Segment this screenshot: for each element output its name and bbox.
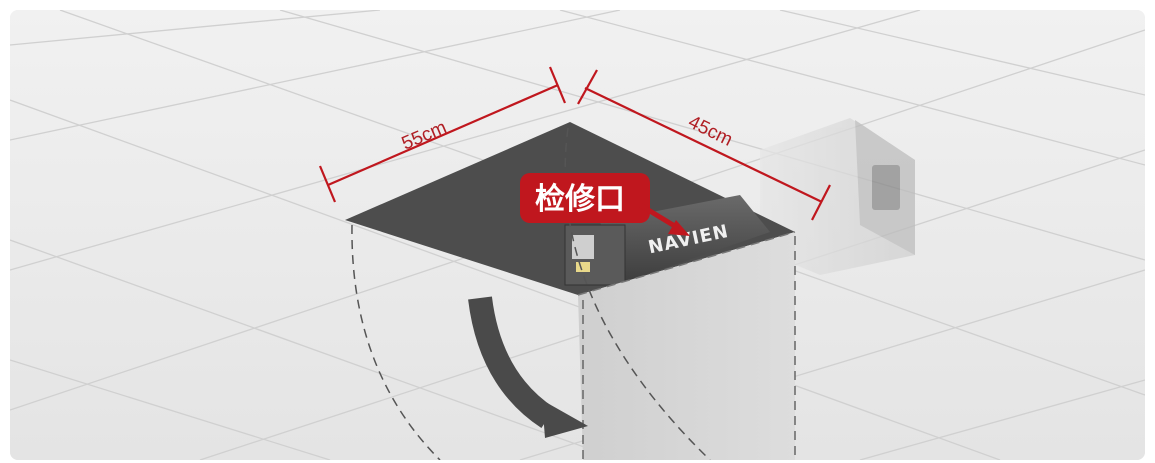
panel-top-edge bbox=[577, 231, 796, 296]
depth-dimension bbox=[577, 69, 831, 221]
width-dimension bbox=[318, 66, 567, 203]
swing-arc-left bbox=[351, 224, 441, 460]
swing-direction-arrow bbox=[468, 296, 588, 438]
ceiling-illustration: NAVIEN 55cm 45cm bbox=[10, 10, 1145, 460]
ghost-duct-box bbox=[760, 118, 915, 275]
hinged-access-panel bbox=[578, 232, 795, 460]
illustration-frame: NAVIEN 55cm 45cm bbox=[10, 10, 1145, 460]
access-port-label: 检修口 bbox=[535, 182, 625, 217]
ceiling-grid bbox=[10, 10, 1145, 460]
access-port-callout: 检修口 bbox=[520, 173, 690, 236]
